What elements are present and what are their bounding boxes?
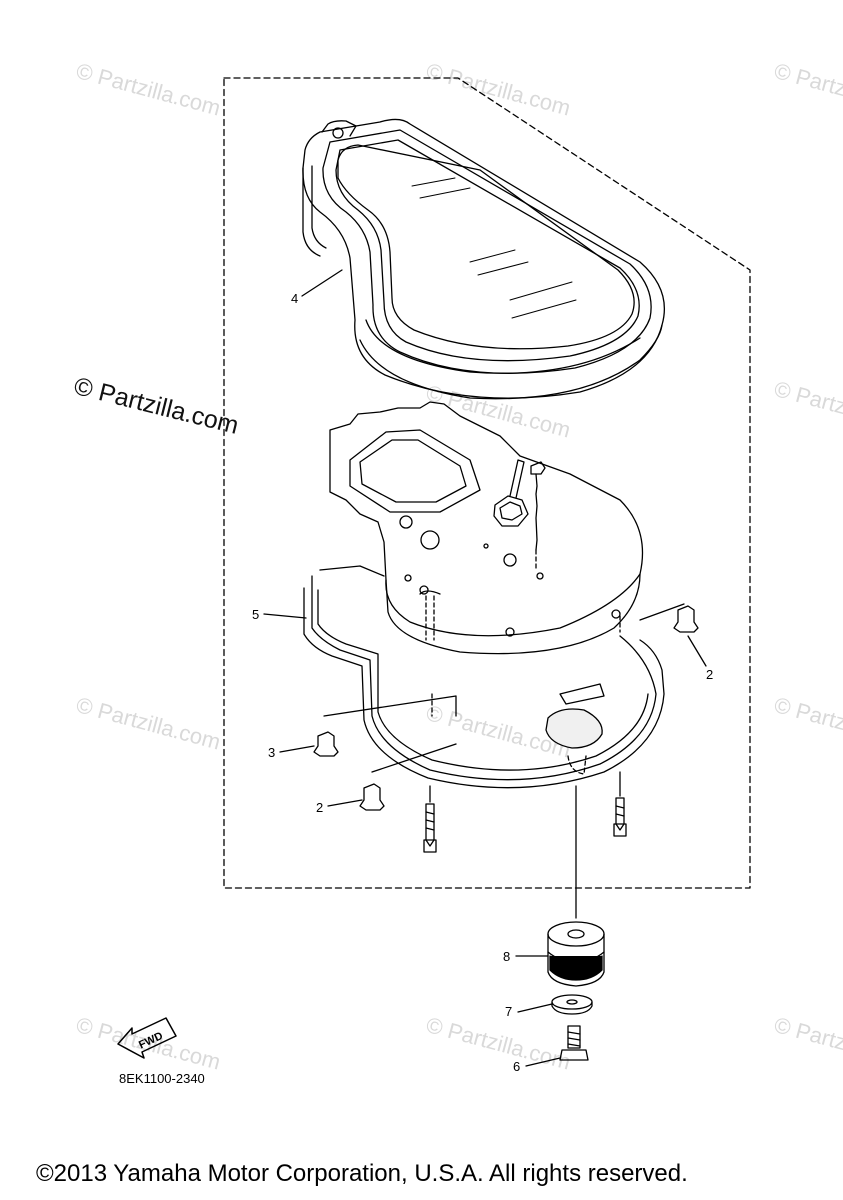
meter-cover [302,118,666,400]
grommet-right [673,605,699,633]
mounting-screw-right [613,797,627,837]
callout-4: 4 [291,291,299,306]
meter-assembly [303,401,685,919]
callout-leaders [263,269,707,1067]
callout-6: 6 [513,1059,521,1074]
washer [551,994,593,1015]
fwd-arrow-icon: FWD [117,1017,177,1059]
callout-2-lower: 2 [316,800,324,815]
callout-7: 7 [505,1004,513,1019]
damper [547,921,605,987]
callout-5: 5 [252,607,260,622]
callout-3: 3 [268,745,276,760]
bolt [559,1025,589,1061]
grommet-lower [359,783,385,811]
copyright-footer: ©2013 Yamaha Motor Corporation, U.S.A. A… [36,1160,688,1187]
grommet-left [313,731,339,757]
callout-2: 2 [706,667,714,682]
mounting-screw-left [423,803,437,853]
assembly-boundary [223,77,751,889]
diagram-code: 8EK1100-2340 [119,1071,205,1086]
callout-8: 8 [503,949,511,964]
